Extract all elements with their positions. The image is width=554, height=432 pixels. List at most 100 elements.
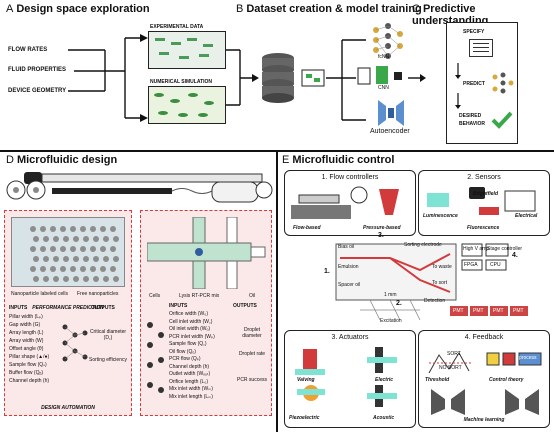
list-item: Mix inlet length (Lₘ) <box>169 393 213 400</box>
output-pcr-success: PCR success <box>236 377 267 383</box>
pillar <box>43 276 49 282</box>
left-neural-net-icon <box>147 322 164 393</box>
detection-label: Detection <box>424 298 446 304</box>
machine-learning-label: Machine learning <box>463 417 505 423</box>
panel-a-connectors <box>68 34 148 122</box>
list-item: Orifice width (W₀) <box>169 311 209 317</box>
scale-bar-label: 1 mm <box>384 292 397 298</box>
pillar <box>113 276 119 282</box>
pillar <box>30 226 36 232</box>
pillar <box>53 276 59 282</box>
flow-based-label: Flow-based <box>293 225 321 231</box>
list-item: Mix inlet width (Wₘ) <box>169 386 213 392</box>
actuator-icons <box>295 347 397 407</box>
pillar <box>33 276 39 282</box>
step-2-number: 2. <box>396 300 402 307</box>
pmt-label: PMT <box>473 308 484 314</box>
step-1-number: 1. <box>324 268 330 275</box>
pillar <box>63 256 69 262</box>
list-item: Sample flow (Qₛ) <box>9 362 47 368</box>
left-inputs-list: Pillar width (Lₚ) Gap width (G) Array le… <box>9 313 49 385</box>
no-sort-label: NO SORT <box>439 365 462 371</box>
fcnn-network-icon <box>373 23 403 59</box>
pillar <box>30 266 36 272</box>
cnn-icon <box>357 66 402 85</box>
flow-controllers-box: 1. Flow controllers Flow-based Pressure-… <box>284 170 416 236</box>
output-droplet-rate: Droplet rate <box>238 351 266 357</box>
pillar <box>110 246 116 252</box>
checkmark-icon <box>491 111 513 129</box>
input-fluid-properties: FLUID PROPERTIES <box>8 67 67 73</box>
excitation-label: Excitation <box>380 318 402 324</box>
pillar <box>60 226 66 232</box>
list-item: Pillar shape (▲/●) <box>9 354 50 360</box>
legend-oil: Oil <box>249 293 256 299</box>
pillar <box>70 226 76 232</box>
list-item: Orifice length (L₀) <box>169 378 209 385</box>
output-droplet-diameter: Droplet diameter <box>242 327 262 339</box>
left-inputs-label: INPUTS <box>9 305 28 311</box>
pillar <box>93 256 99 262</box>
pillar <box>73 236 79 242</box>
pillar <box>60 246 66 252</box>
legend-cells: Cells <box>149 293 161 299</box>
right-inputs-label: INPUTS <box>169 303 188 309</box>
pillar <box>40 266 46 272</box>
pillar <box>100 266 106 272</box>
pillar <box>83 256 89 262</box>
sensors-box: 2. Sensors Brightfield Luminescence Elec… <box>418 170 550 236</box>
specify-label: SPECIFY <box>463 29 485 35</box>
data-sample-icon <box>301 69 325 87</box>
electrical-label: Electrical <box>515 213 538 219</box>
droplet-junction-image <box>147 217 266 289</box>
pillar <box>70 246 76 252</box>
pillar <box>53 236 59 242</box>
list-item: PCR flow (Qₚ) <box>169 356 201 362</box>
document-icon <box>469 39 493 57</box>
numerical-simulation-image <box>148 86 226 124</box>
pillar <box>80 266 86 272</box>
brightfield-label: Brightfield <box>473 191 498 197</box>
right-inputs-list: Orifice width (W₀) Cell inlet width (W꜀)… <box>169 311 215 401</box>
panel-c-arrows <box>455 63 461 109</box>
pillar <box>113 236 119 242</box>
list-item: PCR inlet width (Wₚ) <box>169 333 215 340</box>
pillar <box>100 246 106 252</box>
pressure-based-label: Pressure-based <box>363 225 401 231</box>
sort-label: SORT <box>447 351 461 357</box>
input-flow-rates: FLOW RATES <box>8 47 48 53</box>
droplet-device-box: Cells Lysis RT-PCR mix Oil INPUTS OUTPUT… <box>140 210 272 416</box>
desired-label: DESIRED <box>459 113 482 119</box>
legend-lysis: Lysis RT-PCR mix <box>179 293 220 299</box>
pillar <box>73 256 79 262</box>
pillar <box>80 246 86 252</box>
pillar <box>30 246 36 252</box>
performance-prediction-label: PERFORMANCE PREDICTION <box>32 305 104 311</box>
pillar <box>63 276 69 282</box>
pillar <box>113 256 119 262</box>
step-3-number: 3. <box>378 232 384 239</box>
control-theory-label: Control theory <box>489 377 524 383</box>
pillar <box>60 266 66 272</box>
pillar <box>70 266 76 272</box>
pillar <box>110 266 116 272</box>
list-item: Pillar width (Lₚ) <box>9 314 43 320</box>
list-item: Oil inlet width (Wₒ) <box>169 326 211 332</box>
step-4-number: 4. <box>512 252 518 259</box>
experimental-data-label: EXPERIMENTAL DATA <box>150 24 204 30</box>
emulsion-label: Emulsion <box>338 264 359 270</box>
pillar <box>103 256 109 262</box>
piezoelectric-label: Piezoelectric <box>289 415 320 421</box>
pillar <box>103 276 109 282</box>
right-outputs-label: OUTPUTS <box>233 303 257 309</box>
pillar <box>90 266 96 272</box>
pillar <box>50 266 56 272</box>
process-label: process <box>519 355 537 361</box>
luminescence-label: Luminescence <box>423 213 458 219</box>
pillar <box>80 226 86 232</box>
pillar-array-image <box>11 217 125 287</box>
list-item: Sample flow (Q꜀) <box>169 341 207 347</box>
